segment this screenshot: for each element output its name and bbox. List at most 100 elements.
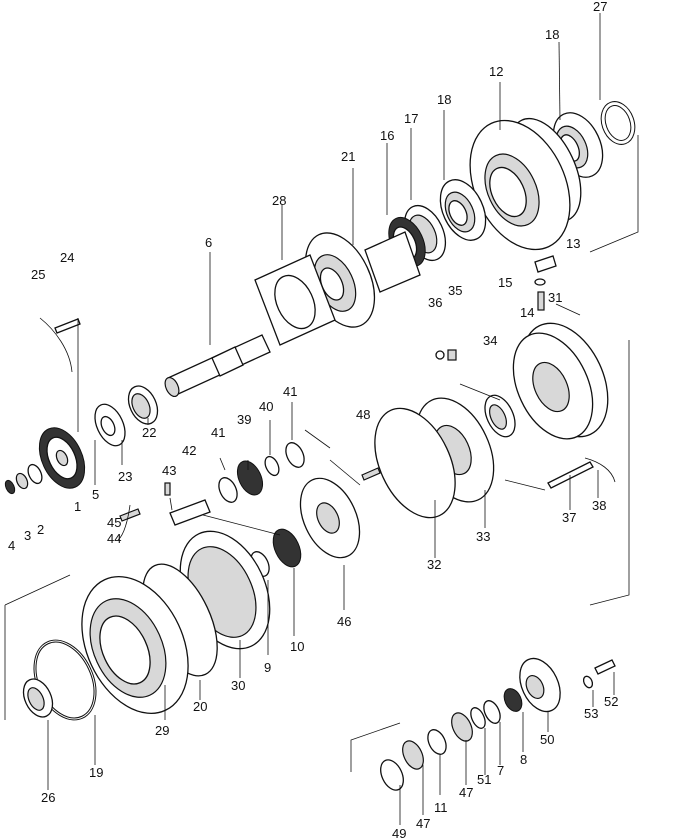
label-8: 8: [520, 752, 527, 767]
part-12-hub: [469, 117, 582, 251]
label-28: 28: [272, 193, 286, 208]
label-48: 48: [356, 407, 370, 422]
label-43: 43: [162, 463, 176, 478]
label-46: 46: [337, 614, 351, 629]
label-16: 16: [380, 128, 394, 143]
label-38: 38: [592, 498, 606, 513]
label-47b: 47: [416, 816, 430, 831]
part-29-housing: [81, 576, 189, 714]
part-41-bearing-left: [218, 477, 238, 503]
label-49: 49: [392, 826, 406, 838]
label-5: 5: [92, 487, 99, 502]
part-31-carrier: [512, 322, 609, 440]
label-50: 50: [540, 732, 554, 747]
label-20: 20: [193, 699, 207, 714]
label-47a: 47: [459, 785, 473, 800]
label-9: 9: [264, 660, 271, 675]
label-6: 6: [205, 235, 212, 250]
part-6-shaft: [164, 334, 271, 398]
part-18-bearing-middle: [439, 179, 487, 241]
part-39-gear: [236, 460, 264, 496]
label-3: 3: [24, 528, 31, 543]
part-24-bolt: [54, 318, 81, 334]
label-51: 51: [477, 772, 491, 787]
part-11-spacer: [427, 729, 447, 755]
label-14: 14: [520, 305, 534, 320]
part-52-bolt: [594, 659, 616, 675]
label-40: 40: [259, 399, 273, 414]
part-40-washer: [264, 455, 280, 477]
label-32: 32: [427, 557, 441, 572]
part-45-wire: [117, 504, 131, 541]
label-12: 12: [489, 64, 503, 79]
part-44-bolt: [119, 508, 141, 522]
part-1-bevel-gear: [38, 427, 86, 489]
label-37: 37: [562, 510, 576, 525]
leader-lines: [4, 13, 639, 825]
label-34: 34: [483, 333, 497, 348]
label-21: 21: [341, 149, 355, 164]
label-15: 15: [498, 275, 512, 290]
label-45: 45: [107, 515, 121, 530]
label-31: 31: [548, 290, 562, 305]
label-52: 52: [604, 694, 618, 709]
label-18a: 18: [545, 27, 559, 42]
label-24: 24: [60, 250, 74, 265]
label-35: 35: [448, 283, 462, 298]
label-17: 17: [404, 111, 418, 126]
part-50-flange: [519, 657, 561, 713]
part-34-bearing: [484, 394, 516, 438]
label-10: 10: [290, 639, 304, 654]
label-2: 2: [37, 522, 44, 537]
part-23-plate: [94, 403, 126, 447]
label-41b: 41: [283, 384, 297, 399]
part-28-gasket: [254, 254, 336, 346]
label-23: 23: [118, 469, 132, 484]
label-44: 44: [107, 531, 121, 546]
label-7: 7: [497, 763, 504, 778]
part-25-wire: [39, 317, 73, 373]
part-7-lock-washer: [483, 700, 501, 724]
part-13-lock: [534, 255, 557, 273]
part-10-gear: [272, 528, 302, 568]
label-30: 30: [231, 678, 245, 693]
label-42: 42: [182, 443, 196, 458]
label-39: 39: [237, 412, 251, 427]
part-27-snap-ring: [600, 101, 636, 145]
part-labels: 1 2 3 4 5 6 7 8 9 10 11 12 13 14 15 16 1…: [8, 0, 618, 838]
part-48-pin: [361, 467, 381, 481]
part-15-washer: [534, 278, 546, 286]
part-36-washer: [435, 350, 445, 360]
label-19: 19: [89, 765, 103, 780]
part-41-bearing-right: [285, 442, 305, 468]
part-49-seal: [380, 759, 404, 791]
part-22-bearing: [127, 385, 159, 425]
label-53: 53: [584, 706, 598, 721]
part-46-carrier: [299, 477, 361, 559]
label-36: 36: [428, 295, 442, 310]
label-33: 33: [476, 529, 490, 544]
part-38-wire: [584, 457, 616, 483]
part-3-washer: [15, 472, 29, 490]
part-43-pin: [164, 482, 171, 496]
part-53-washer: [582, 675, 594, 689]
part-47-bearing-left: [402, 740, 424, 770]
label-25: 25: [31, 267, 45, 282]
label-27: 27: [593, 0, 607, 14]
part-8-nut: [503, 688, 523, 712]
label-22: 22: [142, 425, 156, 440]
part-2-washer: [27, 463, 43, 485]
label-1: 1: [74, 499, 81, 514]
label-29: 29: [155, 723, 169, 738]
part-35-bolt: [447, 349, 457, 361]
part-14-bolt: [537, 291, 545, 311]
label-41a: 41: [211, 425, 225, 440]
part-4-nut: [4, 479, 16, 495]
part-42-pin: [169, 499, 211, 526]
label-4: 4: [8, 538, 15, 553]
part-51-washer: [470, 707, 486, 729]
label-13: 13: [566, 236, 580, 251]
part-47-bearing-right: [451, 712, 473, 742]
part-32-cover: [374, 407, 456, 519]
